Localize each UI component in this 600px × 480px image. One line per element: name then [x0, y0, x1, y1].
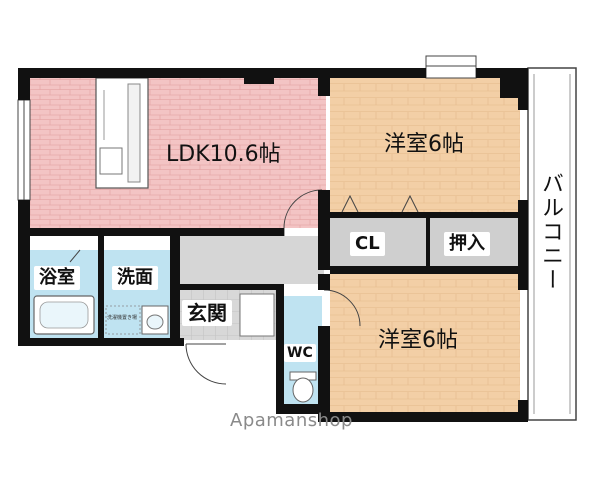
- oshiire-label: 押入: [444, 232, 490, 256]
- watermark: Apamanshop: [230, 410, 353, 431]
- walls: [18, 68, 528, 422]
- western-room-bottom-label: 洋室6帖: [378, 328, 458, 353]
- hall-floor: [180, 236, 324, 284]
- washer-note: 洗濯機置き場: [107, 315, 138, 321]
- closet-label: CL: [350, 232, 385, 256]
- ldk-floor: [30, 78, 326, 228]
- western-room-bottom-floor: [330, 274, 522, 412]
- washroom-label: 洗面: [112, 266, 158, 290]
- entrance-label: 玄関: [182, 300, 232, 326]
- balcony-label: バルコニー: [538, 172, 563, 292]
- ldk-label: LDK10.6帖: [166, 142, 281, 167]
- washer-space: [105, 305, 141, 335]
- balcony-area: [527, 67, 577, 421]
- western-room-top-floor: [330, 78, 522, 212]
- western-room-top-label: 洋室6帖: [384, 132, 464, 157]
- toilet-bowl: [292, 377, 314, 403]
- shoe-cabinet: [239, 293, 275, 337]
- bath-label: 浴室: [34, 266, 80, 290]
- toilet-label: WC: [284, 344, 316, 362]
